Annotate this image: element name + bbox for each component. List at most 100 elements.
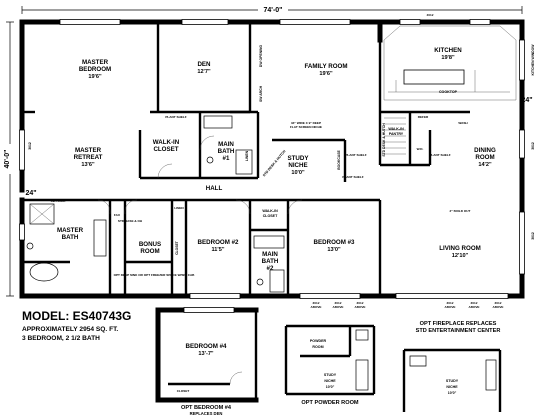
walk-in-closet-name2: CLOSET (153, 146, 178, 153)
bedroom4-name: BEDROOM #4 (186, 343, 227, 350)
dining-room-name2: ROOM (475, 154, 494, 161)
fireplace-caption2: STD ENTERTAINMENT CENTER (416, 328, 501, 334)
den-name: DEN (197, 61, 211, 68)
dimension-width: 74'-0" (21, 4, 523, 14)
window-callout-b5-above: ABOVE (468, 305, 479, 309)
bedroom3-name: BEDROOM #3 (314, 239, 355, 246)
window-callout-b2: 3012 (335, 301, 342, 305)
powder-name: POWDER (310, 339, 327, 343)
living-room-dim: 12'10" (452, 253, 469, 259)
family-room-name: FAMILY ROOM (305, 63, 348, 70)
plant-shelf-label-3: PLANT SHELF (342, 175, 363, 179)
master-bath-name2: BATH (62, 234, 79, 241)
kitchen-dim: 19'8" (441, 55, 455, 61)
bonus-room-name2: ROOM (140, 248, 159, 255)
bookcase-label: BOOKCASE (337, 149, 341, 169)
powder-name2: ROOM (312, 345, 323, 349)
window-callout-b4: 3012 (447, 301, 454, 305)
powder-study2: NICHE (324, 379, 336, 383)
dw-opening-label: DW OPENING (259, 45, 263, 68)
kitchen-name: KITCHEN (434, 47, 462, 54)
windows (19, 19, 525, 299)
family-room-dim: 19'6" (319, 71, 333, 77)
interior-walls (22, 22, 470, 296)
main-bath2-name2: BATH (262, 258, 279, 265)
walk-in-closet-name: WALK-IN (153, 139, 180, 146)
master-bath-name: MASTER (57, 227, 84, 234)
model-sqft: APPROXIMATELY 2954 SQ. FT. (22, 326, 118, 333)
walk-in-closet2-name: WALK-IN (262, 209, 278, 213)
den-dim: 12'7" (197, 69, 211, 75)
cooktop-label: COOKTOP (439, 90, 458, 94)
fireplace-dim: 10'0" (448, 391, 457, 395)
main-bath2-name3: #2 (267, 265, 274, 272)
walk-in-closet2-name2: CLOSET (263, 214, 278, 218)
main-bath1-name2: BATH (218, 148, 235, 155)
kitchen-window-label: KITCHEN WINDOW (531, 44, 535, 76)
closet-vert-label: CLOSET (175, 240, 179, 255)
option-fireplace: OPT FIREPLACE REPLACES STD ENTERTAINMENT… (402, 321, 502, 412)
overall-width-label: 74'-0" (264, 7, 283, 14)
fireplace-caption: OPT FIREPLACE REPLACES (420, 321, 497, 327)
study-niche-name: STUDY (288, 155, 310, 162)
bedroom4-dim: 13'-7" (198, 351, 214, 357)
dining-room-name: DINING (474, 147, 496, 154)
bedroom4-subcaption: REPLACES DEN (190, 411, 223, 416)
powder-study: STUDY (324, 373, 337, 377)
model-beds: 3 BEDROOM, 2 1/2 BATH (22, 335, 100, 342)
right-offset-label: 24" (521, 97, 532, 104)
window-callout-b3-above: ABOVE (354, 305, 365, 309)
dimension-depth: 40'-0" (4, 21, 16, 297)
master-bath-fixtures (26, 203, 107, 282)
bedroom2-dim: 11'5" (211, 247, 224, 253)
plant-shelf-label-4: PLANT SHELF (429, 153, 450, 157)
master-bedroom-name: MASTER (82, 59, 109, 66)
kitchen-island (383, 25, 517, 101)
pantry-tile (384, 117, 406, 155)
refer-label: REFER (418, 115, 429, 119)
option-bedroom4: BEDROOM #4 13'-7" CLOSET OPT BEDROOM #4 … (155, 307, 259, 416)
option-powder: POWDER ROOM STUDY NICHE 10'0" OPT POWDER… (284, 324, 376, 406)
std-desk-vert-label: STD DESK & HUTCH (382, 123, 386, 157)
main-bath1-name3: #1 (223, 155, 230, 162)
overall-depth-label: 40'-0" (4, 150, 11, 169)
powder-caption: OPT POWDER ROOM (301, 400, 359, 406)
main-bath2-name: MAIN (262, 251, 278, 258)
master-bedroom-dim: 19'6" (88, 74, 102, 80)
window-callout-right: 3012 (531, 142, 535, 150)
master-retreat-name: MASTER (75, 147, 102, 154)
master-retreat-dim: 13'6" (81, 162, 95, 168)
wash-label: WASH (458, 121, 468, 125)
walk-in-pantry-name2: PANTRY (389, 132, 404, 136)
left-offset-label: 24" (25, 190, 36, 197)
linen-label: LINEN (174, 206, 184, 210)
desk-label: STD DESK & HUTCH (262, 149, 287, 178)
build-out-label: 2" BUILD OUT (450, 209, 471, 213)
bath1-fixtures (203, 115, 253, 175)
fau-label: FAU (114, 213, 121, 217)
master-retreat-name2: RETREAT (74, 154, 103, 161)
opt-deep-sink-label: OPT DEEP SINK OR OPT FREEZER SPACE W/SIM… (114, 273, 196, 277)
flat-screen-label2: FLAT SCREEN NICHE (290, 125, 322, 129)
bath2-fixtures (253, 235, 285, 293)
walk-in-pantry-name: WALK-IN (388, 127, 404, 131)
study-niche-name2: NICHE (288, 162, 307, 169)
plant-shelf-label-1: PLANT SHELF (165, 115, 186, 119)
window-callout-b4-above: ABOVE (444, 305, 455, 309)
study-niche-dim: 10'0" (291, 170, 305, 176)
sw-arch-vert-label: SW ARCH (259, 85, 263, 102)
window-callout-b5: 3012 (471, 301, 478, 305)
window-callout-b6-above: ABOVE (492, 305, 503, 309)
window-callout-b6: 3012 (495, 301, 502, 305)
bonus-room-name: BONUS (139, 241, 161, 248)
main-bath1-name: MAIN (218, 141, 234, 148)
wd-label: W.D. (417, 147, 424, 151)
window-callout-b3: 3012 (357, 301, 364, 305)
bedroom2-name: BEDROOM #2 (198, 239, 239, 246)
window-callout-left: 3012 (28, 142, 32, 150)
window-callout-b2-above: ABOVE (332, 305, 343, 309)
bedroom3-dim: 13'0" (327, 247, 341, 253)
model-name: MODEL: ES40743G (22, 309, 131, 323)
bedroom4-caption: OPT BEDROOM #4 (181, 405, 232, 411)
